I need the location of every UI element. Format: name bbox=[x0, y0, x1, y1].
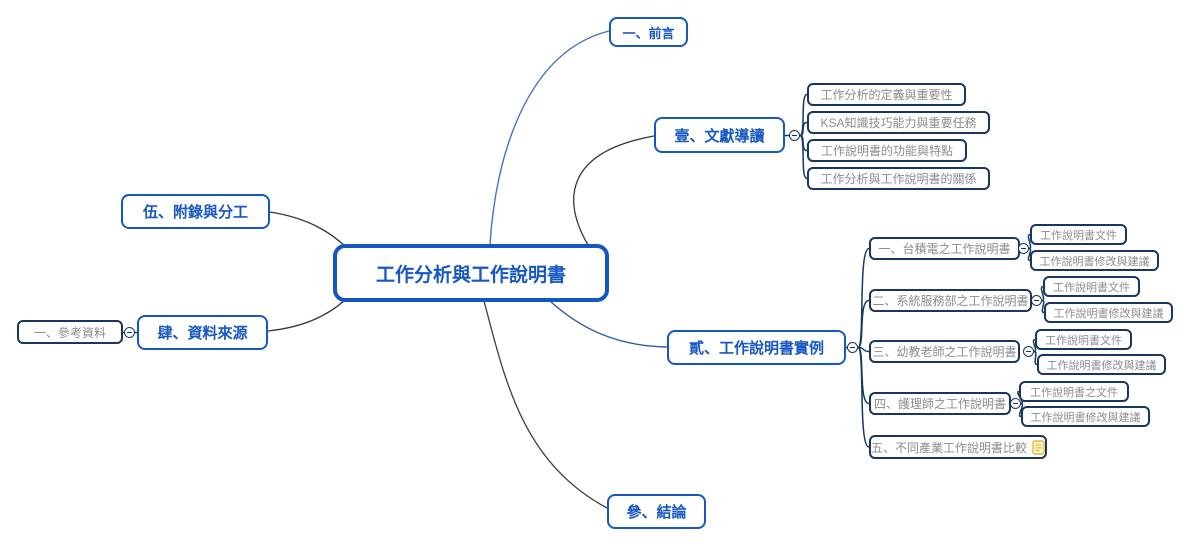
node-tsmc-doc[interactable]: 工作說明書文件 bbox=[1030, 224, 1127, 245]
central-topic[interactable]: 工作分析與工作說明書 bbox=[333, 244, 609, 302]
node-sysdept-suggestion[interactable]: 工作說明書修改與建議 bbox=[1044, 302, 1173, 323]
node-examples[interactable]: 貳、工作說明書實例 bbox=[667, 330, 846, 365]
node-literature-child-definition[interactable]: 工作分析的定義與重要性 bbox=[807, 83, 966, 106]
node-sources[interactable]: 肆、資料來源 bbox=[137, 315, 268, 350]
node-example-comparison-label: 五、不同產業工作說明書比較 bbox=[871, 440, 1028, 455]
collapse-toggle-tsmc[interactable] bbox=[1018, 243, 1029, 254]
collapse-toggle-nurse[interactable] bbox=[1010, 398, 1021, 409]
node-example-tsmc[interactable]: 一、台積電之工作說明書 bbox=[869, 237, 1020, 260]
document-icon bbox=[1032, 439, 1045, 455]
collapse-toggle-preschool[interactable] bbox=[1023, 346, 1034, 357]
node-example-nurse[interactable]: 四、護理師之工作說明書 bbox=[869, 392, 1011, 415]
node-example-preschool[interactable]: 三、幼教老師之工作說明書 bbox=[869, 340, 1020, 363]
branch-line-literature bbox=[573, 135, 655, 246]
node-literature-child-relation[interactable]: 工作分析與工作說明書的關係 bbox=[807, 167, 990, 190]
node-literature-child-functions[interactable]: 工作說明書的功能與特點 bbox=[807, 139, 967, 162]
node-sysdept-doc[interactable]: 工作說明書文件 bbox=[1043, 276, 1140, 297]
node-example-comparison[interactable]: 五、不同產業工作說明書比較 bbox=[869, 435, 1047, 459]
node-nurse-suggestion[interactable]: 工作說明書修改與建議 bbox=[1021, 406, 1150, 427]
branch-line-examples bbox=[549, 300, 668, 348]
branch-line-intro bbox=[489, 30, 610, 246]
node-literature[interactable]: 壹、文獻導讀 bbox=[654, 117, 785, 153]
node-intro[interactable]: 一、前言 bbox=[609, 17, 688, 47]
branch-line-appendix bbox=[269, 211, 347, 248]
collapse-toggle-sources[interactable] bbox=[124, 327, 135, 338]
node-literature-child-ksa[interactable]: KSA知識技巧能力與重要任務 bbox=[807, 111, 990, 134]
collapse-toggle-sysdept[interactable] bbox=[1031, 295, 1042, 306]
node-conclusion[interactable]: 參、結論 bbox=[607, 494, 706, 529]
collapse-toggle-examples[interactable] bbox=[847, 342, 858, 353]
node-nurse-doc[interactable]: 工作說明書之文件 bbox=[1019, 381, 1129, 402]
node-preschool-suggestion[interactable]: 工作說明書修改與建議 bbox=[1037, 354, 1166, 375]
branch-line-sources bbox=[267, 298, 347, 332]
node-example-sysdept[interactable]: 二、系統服務部之工作說明書 bbox=[869, 289, 1032, 312]
collapse-toggle-literature[interactable] bbox=[789, 130, 800, 141]
node-tsmc-suggestion[interactable]: 工作說明書修改與建議 bbox=[1030, 250, 1159, 271]
node-sources-child-references[interactable]: 一、參考資料 bbox=[17, 320, 123, 344]
node-appendix[interactable]: 伍、附錄與分工 bbox=[121, 194, 270, 229]
node-preschool-doc[interactable]: 工作說明書文件 bbox=[1035, 329, 1132, 350]
branch-line-conclusion bbox=[483, 300, 608, 509]
